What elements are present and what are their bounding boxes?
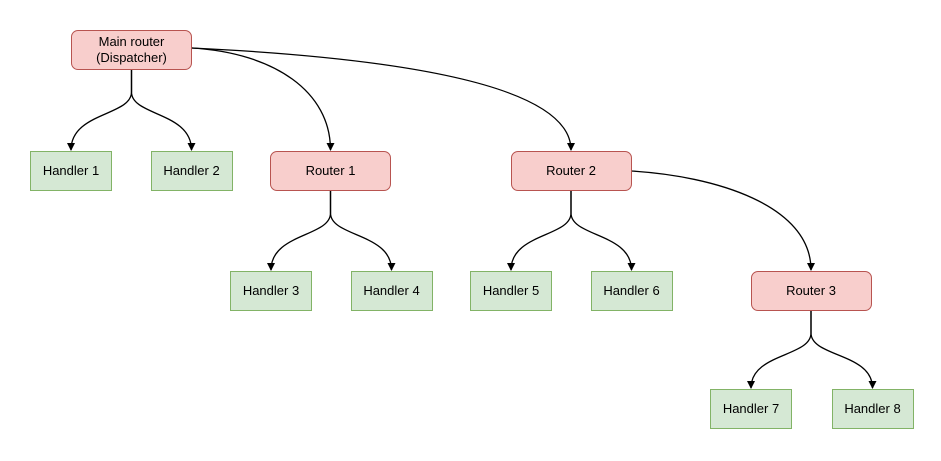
node-handler-8-label: Handler 8 xyxy=(844,401,901,416)
node-handler-6: Handler 6 xyxy=(590,271,673,311)
node-router-2: Router 2 xyxy=(510,151,632,191)
edge-main-router-to-router-1 xyxy=(191,47,335,151)
edge-router-2-to-handler-5 xyxy=(507,191,572,271)
node-handler-2-label: Handler 2 xyxy=(163,163,220,178)
node-handler-7-label: Handler 7 xyxy=(722,401,780,416)
node-handler-8: Handler 8 xyxy=(831,389,914,429)
node-router-1: Router 1 xyxy=(270,151,391,191)
edge-main-router-to-handler-2 xyxy=(130,70,196,151)
edge-router-3-to-handler-8 xyxy=(810,311,877,389)
edge-router-1-to-handler-4 xyxy=(329,191,396,271)
node-handler-1: Handler 1 xyxy=(30,151,112,191)
edge-router-1-to-handler-3 xyxy=(267,191,332,271)
node-router-1-label: Router 1 xyxy=(305,163,356,178)
node-handler-2: Handler 2 xyxy=(150,151,233,191)
node-main-router: Main router (Dispatcher) xyxy=(71,30,192,70)
edge-main-router-to-handler-1 xyxy=(67,70,133,151)
node-handler-4-label: Handler 4 xyxy=(363,283,420,298)
node-handler-7: Handler 7 xyxy=(710,389,792,429)
node-main-router-label: Main router (Dispatcher) xyxy=(96,34,167,65)
node-router-3-label: Router 3 xyxy=(786,283,836,298)
node-router-3: Router 3 xyxy=(750,271,872,311)
node-handler-5: Handler 5 xyxy=(470,271,552,311)
node-handler-5-label: Handler 5 xyxy=(482,283,540,298)
node-router-2-label: Router 2 xyxy=(546,163,596,178)
node-handler-4: Handler 4 xyxy=(350,271,433,311)
edge-router-2-to-router-3 xyxy=(630,170,815,271)
edge-router-3-to-handler-7 xyxy=(747,311,812,389)
node-handler-3: Handler 3 xyxy=(230,271,312,311)
node-handler-3-label: Handler 3 xyxy=(242,283,300,298)
edge-main-router-to-router-2 xyxy=(191,47,575,151)
edge-router-2-to-handler-6 xyxy=(570,191,636,271)
node-handler-1-label: Handler 1 xyxy=(42,163,100,178)
node-handler-6-label: Handler 6 xyxy=(603,283,660,298)
